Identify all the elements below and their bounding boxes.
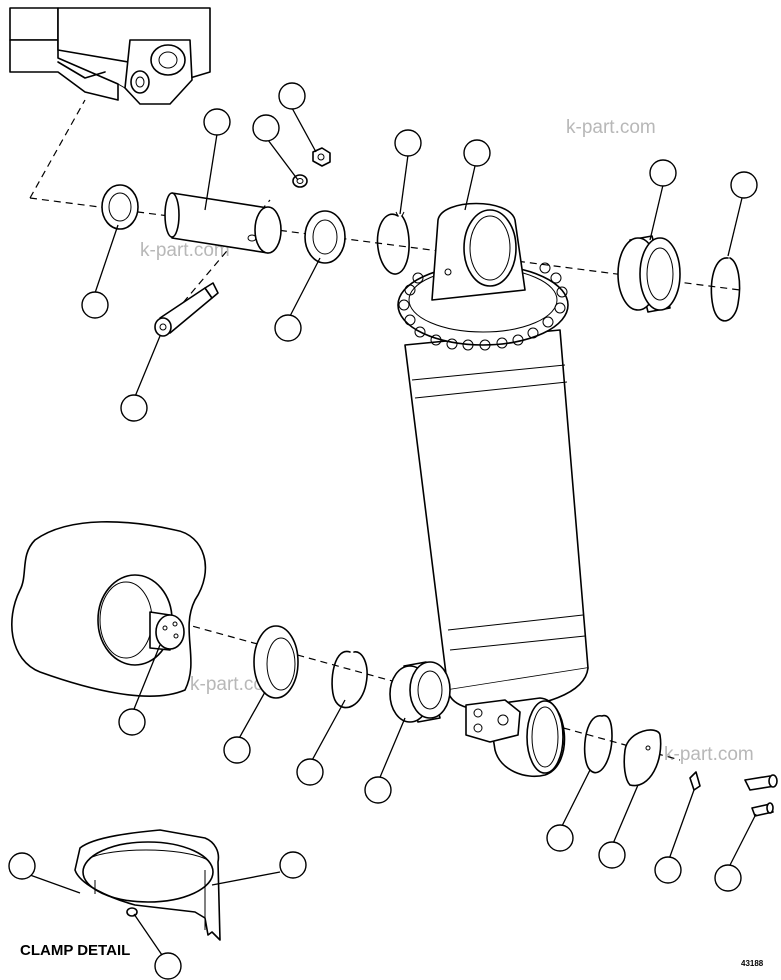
hex-nut — [312, 147, 331, 167]
mounting-bracket — [9, 7, 211, 105]
callout-bubble — [154, 952, 182, 980]
callout-leaders — [29, 107, 757, 956]
callout-bubble — [463, 139, 491, 167]
upper-pivot-pin — [164, 192, 282, 254]
callout-bubbles — [8, 82, 758, 980]
lower-thrust-washer — [253, 625, 299, 699]
callout-bubble — [118, 708, 146, 736]
upper-snap-ring-right — [710, 257, 741, 322]
grease-fitting — [689, 771, 701, 791]
callout-bubble — [81, 291, 109, 319]
callout-bubble — [649, 159, 677, 187]
watermark: k-part.com — [664, 744, 754, 765]
drawing-number: 43188 — [741, 959, 764, 968]
lower-cover-plate — [623, 729, 662, 787]
callout-bubble — [120, 394, 148, 422]
callout-bubble — [394, 129, 422, 157]
callout-bubble — [546, 824, 574, 852]
upper-snap-ring-left — [376, 211, 410, 275]
upper-spherical-bearing — [617, 235, 681, 313]
callout-bubble — [714, 864, 742, 892]
callout-bubble — [730, 171, 758, 199]
lower-spherical-bearing — [389, 661, 451, 723]
callout-bubble — [203, 108, 231, 136]
cap-screw-2 — [751, 802, 774, 817]
lower-snap-ring-left — [331, 650, 368, 709]
callout-bubble — [8, 852, 36, 880]
clamp-detail-caption: CLAMP DETAIL — [20, 942, 130, 959]
callout-bubble — [654, 856, 682, 884]
watermark: k-part.com — [566, 117, 656, 138]
upper-washer-right — [304, 210, 346, 264]
lower-snap-ring-right — [583, 714, 613, 774]
callout-bubble — [278, 82, 306, 110]
frame-mount — [11, 521, 207, 697]
callout-bubble — [598, 841, 626, 869]
upper-thrust-washer — [101, 184, 139, 230]
retaining-bolt — [154, 282, 219, 337]
hydraulic-cylinder — [397, 202, 589, 777]
callout-bubble — [279, 851, 307, 879]
callout-bubble — [252, 114, 280, 142]
callout-bubble — [364, 776, 392, 804]
watermark: k-part.com — [140, 240, 230, 261]
callout-bubble — [296, 758, 324, 786]
callout-bubble — [274, 314, 302, 342]
cap-screw-1 — [744, 774, 778, 791]
clamp-detail — [74, 829, 221, 941]
callout-bubble — [223, 736, 251, 764]
